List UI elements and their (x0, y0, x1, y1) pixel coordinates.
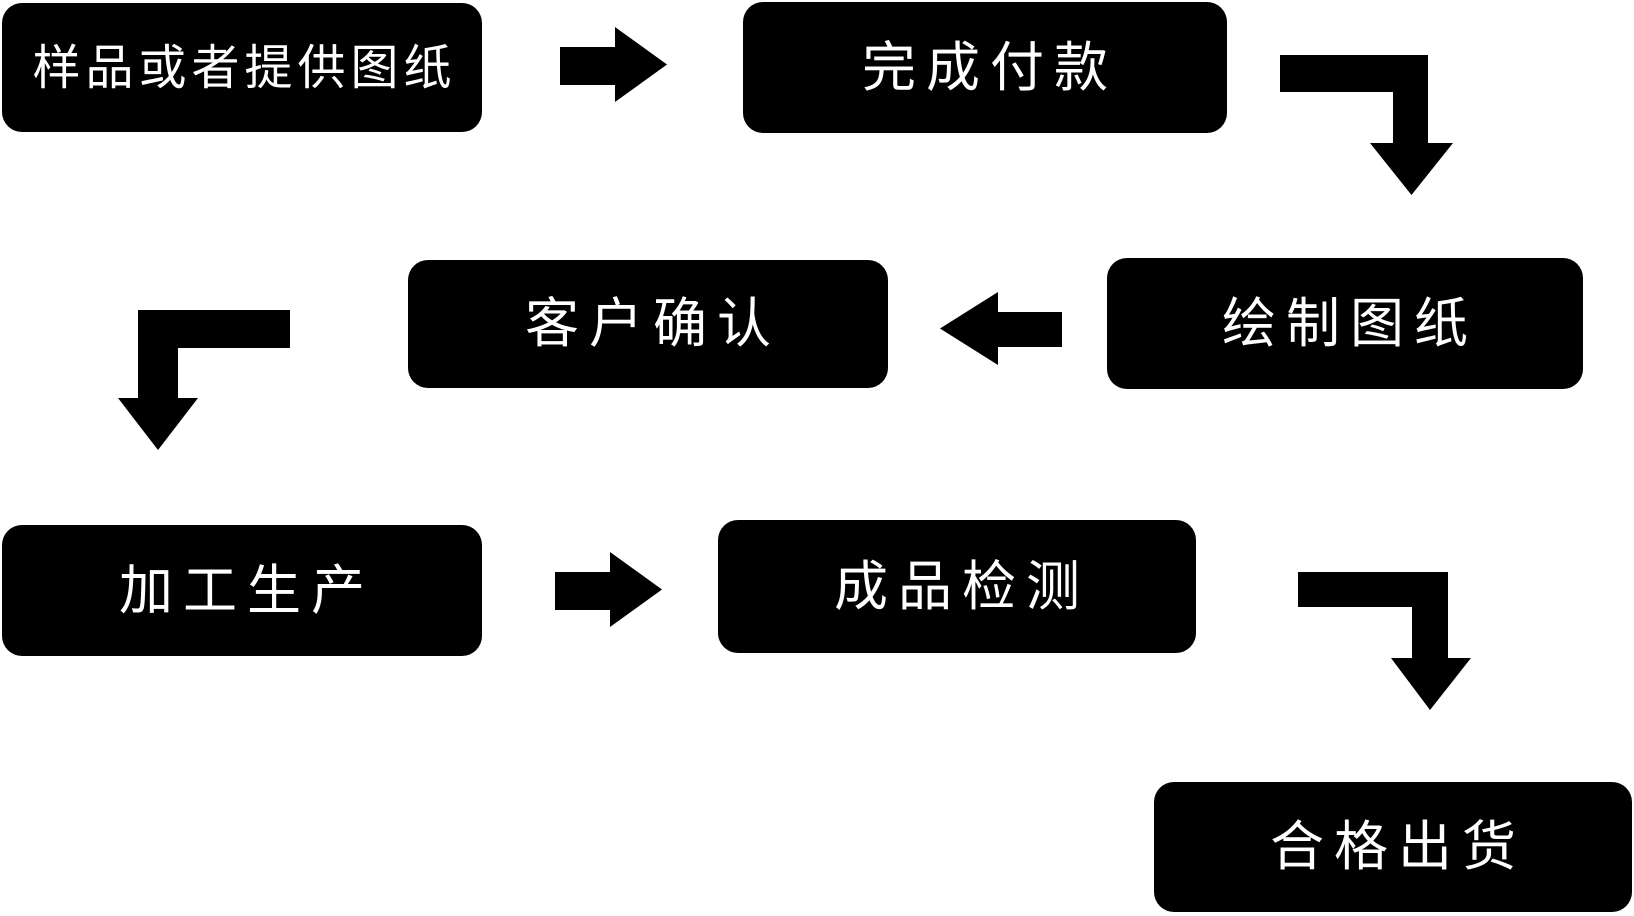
flow-node-draw-drawing: 绘制图纸 (1107, 258, 1583, 389)
flow-node-product-inspection: 成品检测 (718, 520, 1196, 653)
elbow-down-arrow-icon (118, 310, 290, 450)
flow-node-sample-or-drawing: 样品或者提供图纸 (2, 3, 482, 132)
elbow-down-arrow-icon (1298, 572, 1471, 710)
right-arrow-icon (555, 552, 662, 627)
flow-node-customer-confirm: 客户确认 (408, 260, 888, 388)
flow-node-production: 加工生产 (2, 525, 482, 656)
left-arrow-icon (940, 292, 1062, 365)
flow-node-qualified-shipment: 合格出货 (1154, 782, 1632, 912)
flow-node-complete-payment: 完成付款 (743, 2, 1227, 133)
right-arrow-icon (560, 27, 667, 102)
elbow-down-arrow-icon (1280, 55, 1453, 195)
